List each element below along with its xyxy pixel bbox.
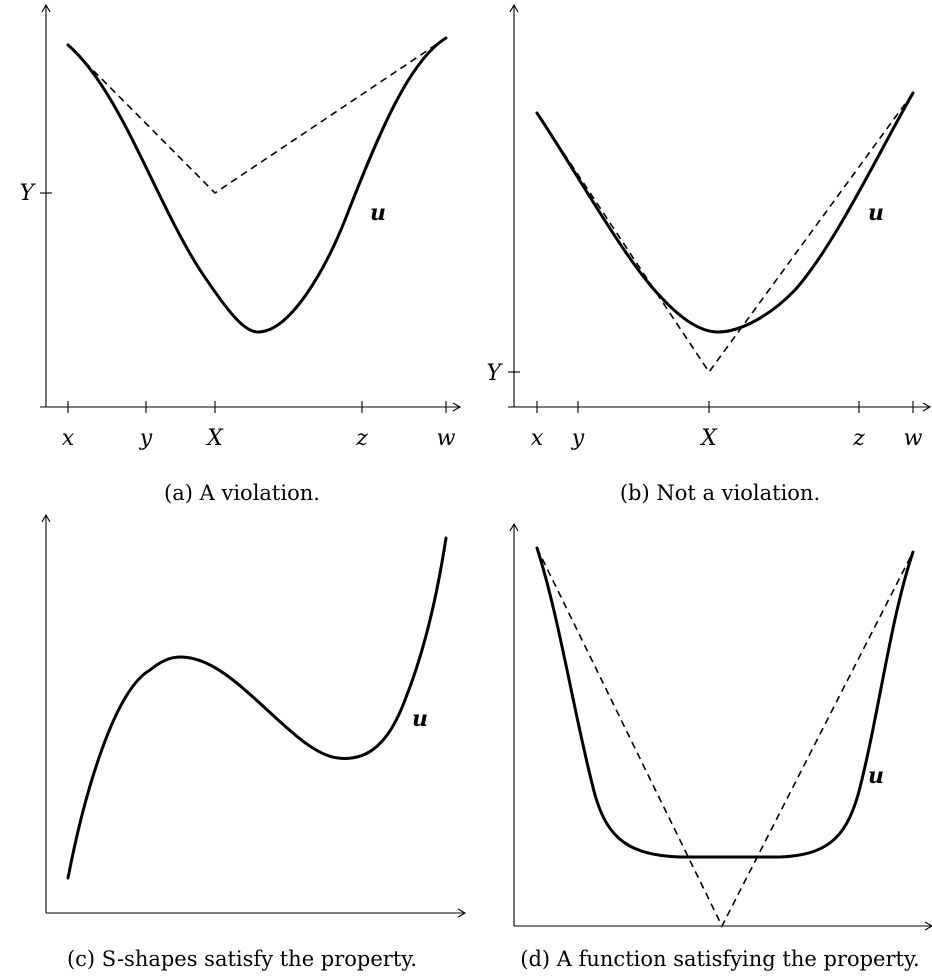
x-tick-label-z: z	[852, 426, 865, 451]
panel-b: x y X z w Y u (b) Not a violation.	[486, 3, 932, 505]
x-tick-label-y: y	[571, 426, 585, 451]
caption-b: (b) Not a violation.	[620, 481, 820, 505]
x-axis-arrow	[924, 921, 932, 931]
curve-u	[535, 546, 915, 859]
curve-label-u: u	[370, 200, 386, 226]
x-tick-label-X: X	[205, 426, 224, 451]
caption-d: (d) A function satisfying the property.	[520, 947, 919, 971]
x-axis-arrow	[922, 402, 932, 412]
y-axis-arrow	[509, 3, 519, 13]
y-tick-label-Y: Y	[19, 181, 36, 206]
curve-u	[66, 36, 448, 334]
chord-line	[536, 92, 914, 374]
y-axis-arrow	[41, 3, 51, 13]
panel-c: u (c) S-shapes satisfy the property.	[41, 513, 467, 971]
x-tick-label-x: x	[62, 426, 75, 451]
y-tick-label-Y: Y	[486, 361, 503, 386]
x-axis-arrow	[452, 402, 462, 412]
panel-a: x y X z w Y u (a) A violation.	[19, 3, 462, 505]
x-tick-label-y: y	[139, 426, 153, 451]
x-tick-label-w: w	[437, 426, 456, 451]
curve-label-u: u	[412, 706, 428, 732]
caption-c: (c) S-shapes satisfy the property.	[67, 947, 417, 971]
y-axis-arrow	[509, 522, 519, 532]
x-tick-label-w: w	[904, 426, 923, 451]
x-tick-label-z: z	[355, 426, 368, 451]
x-tick-label-x: x	[531, 426, 544, 451]
caption-a: (a) A violation.	[164, 481, 320, 505]
curve-u	[535, 91, 915, 334]
panel-d: u (d) A function satisfying the property…	[509, 522, 932, 971]
x-tick-label-X: X	[699, 426, 718, 451]
y-axis-arrow	[41, 513, 51, 523]
curve-label-u: u	[868, 763, 884, 789]
x-axis-arrow	[457, 908, 467, 918]
curve-u	[66, 536, 448, 880]
chord-line	[536, 547, 914, 928]
curve-label-u: u	[868, 200, 884, 226]
chord-line	[67, 37, 447, 195]
